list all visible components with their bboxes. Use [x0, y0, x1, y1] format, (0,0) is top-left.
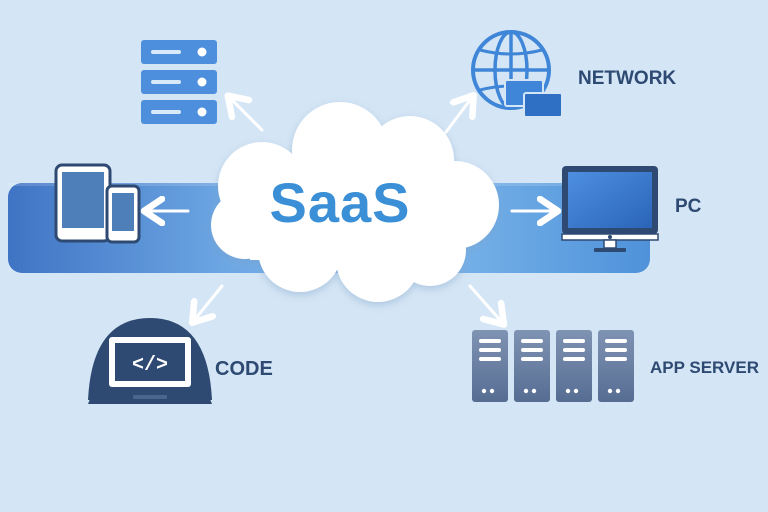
app-server-label: APP SERVER — [650, 358, 759, 377]
arrow-to-server-rack — [232, 100, 264, 132]
laptop-code-icon: </> — [88, 318, 212, 404]
code-label: CODE — [215, 358, 273, 380]
server-cluster-icon — [472, 330, 634, 402]
tablet-phone-icon — [54, 163, 141, 244]
network-label: NETWORK — [578, 68, 677, 89]
desktop-monitor-icon — [561, 166, 659, 252]
server-unit — [598, 330, 634, 402]
arrow-to-app-server — [468, 284, 500, 320]
server-unit — [514, 330, 550, 402]
pc-label: PC — [675, 196, 702, 217]
arrow-to-network — [444, 100, 470, 134]
server-unit — [472, 330, 508, 402]
saas-title: SaaS — [269, 171, 411, 234]
server-rack-icon — [141, 40, 217, 124]
arrows — [150, 100, 552, 320]
arrow-to-code — [196, 284, 224, 318]
globe-network-icon — [471, 30, 563, 118]
saas-cloud — [211, 102, 499, 302]
server-unit — [556, 330, 592, 402]
svg-text:</>: </> — [132, 354, 168, 377]
